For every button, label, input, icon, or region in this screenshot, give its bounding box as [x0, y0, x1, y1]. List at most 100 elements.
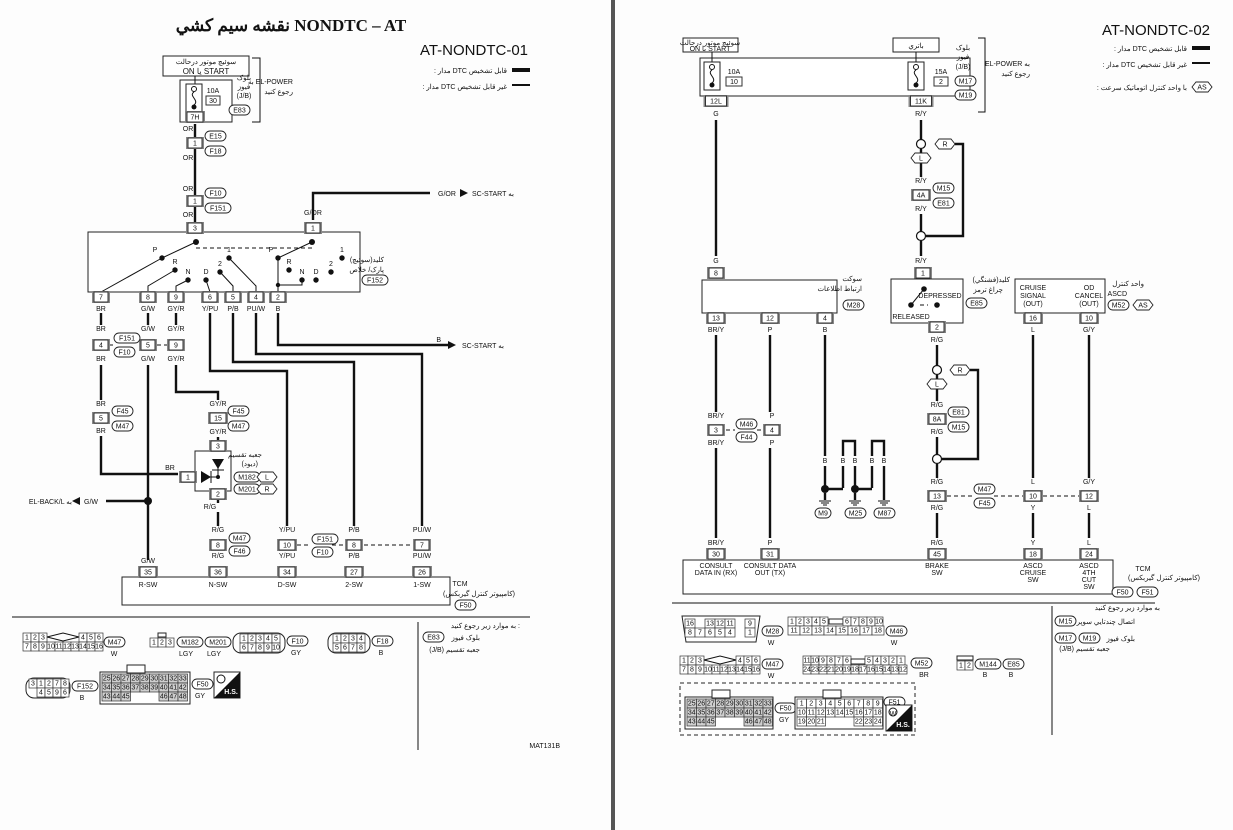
fuse-link-icon [913, 69, 919, 84]
f51-connector-pin: 2 [809, 701, 813, 708]
joint-pin: 7 [420, 543, 424, 550]
ascd-label: ASCD [1108, 291, 1127, 298]
tcm-terminal-name: SW [1027, 577, 1039, 584]
f18-connector-cell [356, 642, 366, 653]
arrow-right-icon [460, 189, 468, 197]
fuse-terminal-body [705, 95, 727, 107]
wire-color: L [1087, 540, 1091, 547]
legend-label: : با واحد كنترل اتوماتيک سرعت [1097, 84, 1187, 92]
tcm-pin-body [761, 548, 779, 560]
ascd-label: واحد كنترل [1112, 280, 1144, 288]
m28-connector-pin: 13 [706, 621, 714, 628]
connector-tag-outline [735, 418, 758, 430]
f51-connector-pin: 5 [838, 701, 842, 708]
f50-connector-pin: 30 [735, 701, 743, 708]
f50-connector-pin: 47 [754, 719, 762, 726]
f50-connector-pin: 33 [179, 676, 187, 683]
fuse-block-conn-outline [954, 75, 977, 87]
connector-tag-outline [735, 431, 758, 443]
m47-connector-pin: 5 [89, 635, 93, 642]
wire-rg [942, 368, 980, 461]
m52-connector-pin: 15 [875, 667, 883, 674]
f50-connector-cell [762, 716, 773, 727]
wire-color: G/W [141, 306, 155, 313]
joint-pin: 15 [214, 416, 222, 423]
ascd-conn: M52 [1112, 303, 1126, 310]
m52-connector-pin: 21 [827, 667, 835, 674]
joint-pin: 13 [933, 494, 941, 501]
f50-connector-pin: 25 [103, 676, 111, 683]
wire-color: GY/R [167, 326, 184, 333]
m47-connector-pin: 10 [47, 644, 55, 651]
wire-color: R/G [931, 337, 943, 344]
m47-connector-pin: 13 [728, 667, 736, 674]
m47-connector-pin: 8 [690, 667, 694, 674]
dlc-out-pin-body [761, 312, 779, 324]
m28-connector-pin: 5 [718, 630, 722, 637]
tcm-pin-body [209, 566, 227, 578]
optional-connectors-frame [679, 682, 916, 736]
m28-id: M28 [766, 629, 780, 636]
ascd-as-tag: AS [1138, 303, 1148, 310]
tcm-pin-body [707, 548, 725, 560]
wire-color: G/OR [304, 210, 322, 217]
fuse-terminal: 12L [710, 99, 722, 106]
e85-id-outline [1002, 658, 1025, 670]
connector-tag: M46 [740, 422, 754, 429]
joint-pin-body [414, 539, 430, 551]
ignition-switch-box [682, 37, 739, 53]
m28-connector-pin: 9 [748, 621, 752, 628]
ascd-pin-name: CRUISE [1020, 285, 1047, 292]
connector-tag-outline [932, 182, 955, 194]
connector-tag: F46 [233, 549, 245, 556]
m182-connector-cell [165, 637, 175, 648]
wire-color: B [882, 458, 887, 465]
sc-start-ref: SC-START به [472, 191, 514, 198]
m46-connector-pin: 7 [853, 619, 857, 626]
wire-color: OR [183, 155, 194, 162]
m47-id-outline [103, 636, 126, 648]
f50-connector-pin: 28 [716, 701, 724, 708]
wire-color: GY/R [167, 356, 184, 363]
m144-connector-cell [964, 660, 974, 671]
splice-ring [915, 230, 927, 242]
tcm-label-fa: (كامپيوتر كنترل گيربكس) [443, 589, 515, 598]
fuse-amp: 15A [935, 69, 948, 76]
f50-connector-pin: 34 [103, 685, 111, 692]
m52-connector-pin: 7 [837, 658, 841, 665]
m47-connector-pin: 14 [736, 667, 744, 674]
fuse-terminal [709, 82, 715, 88]
fuse-terminal [709, 64, 715, 70]
m52-id-outline [910, 657, 933, 669]
switch-wire [175, 279, 189, 292]
sc-start-ref: SC-START به [462, 343, 504, 350]
wire-color: P/B [348, 553, 360, 560]
switch-label: پارک/ خلاص [349, 266, 384, 274]
f50-connector-pin: 39 [150, 685, 158, 692]
diode-pin: 3 [216, 444, 220, 451]
f51-connector-pin: 15 [845, 710, 853, 717]
fuse-link-icon [709, 69, 715, 84]
f50-connector-pin: 37 [131, 685, 139, 692]
fuse-amp: 10A [207, 88, 220, 95]
legend-as-tag: AS [1197, 85, 1207, 92]
fuse-block-conn: E83 [233, 108, 246, 115]
tcm-label: TCM [1135, 566, 1150, 573]
f10-connector-cell [271, 642, 281, 653]
m182-id: M182 [181, 640, 199, 647]
fuse-block-label: فيوز [237, 84, 250, 91]
connector-tag: M47 [233, 536, 247, 543]
joint-pin: 4 [99, 343, 103, 350]
connector-tag: F45 [232, 409, 244, 416]
diagram-id: AT-NONDTC-02 [1102, 22, 1210, 39]
brake-switch-pin-body [929, 321, 945, 333]
m47-connector-pin: 16 [95, 644, 103, 651]
m52-connector-pin: 20 [835, 667, 843, 674]
f50-connector-pin: 33 [764, 701, 772, 708]
joint-pin: 4A [917, 193, 926, 200]
f50-connector-pin: 35 [112, 685, 120, 692]
refs-conn: M19 [1083, 636, 1097, 643]
joint-pin: 3 [714, 428, 718, 435]
wire-puw [254, 313, 424, 526]
